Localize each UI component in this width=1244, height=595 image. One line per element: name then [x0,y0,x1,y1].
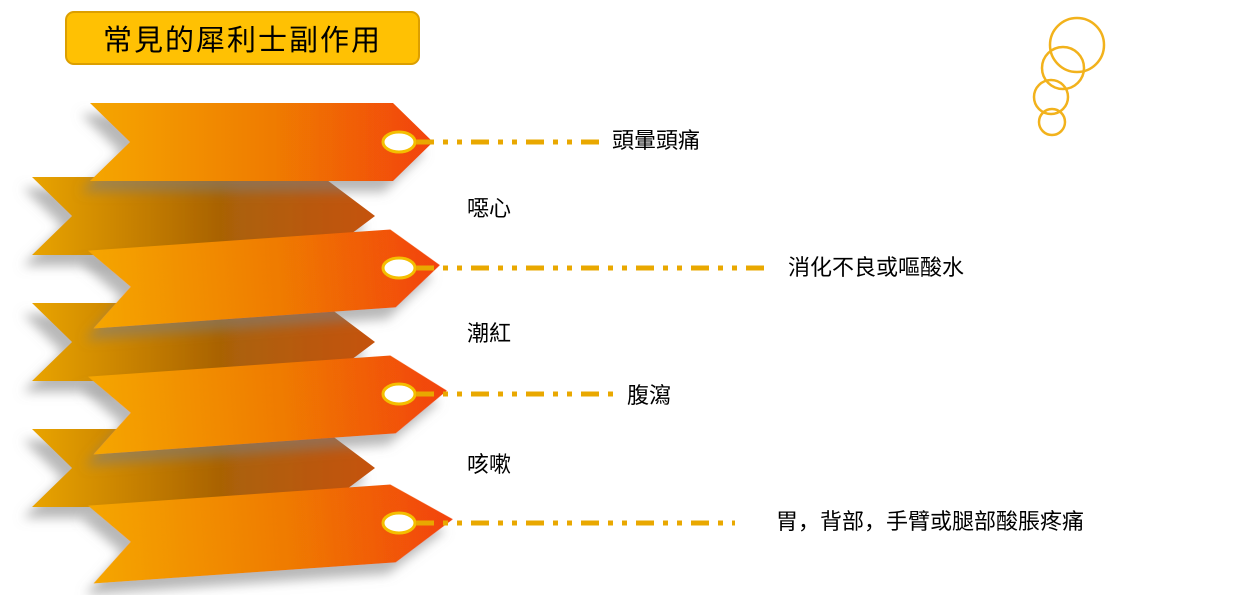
side-effect-label-cough: 咳嗽 [467,452,512,477]
page-title-box: 常見的犀利士副作用 [65,11,420,65]
connector-origin-ellipse [381,256,417,280]
page-title: 常見的犀利士副作用 [102,25,382,57]
side-effect-label-diarrhea: 腹瀉 [627,383,672,408]
connector-origin-ellipse [381,382,417,406]
side-effect-label-body-aches: 胃，背部，手臂或腿部酸脹疼痛 [776,509,1085,534]
connector-origin-ellipse [381,511,417,535]
banner-arrow-front [90,103,433,181]
banner-arrow-front [88,229,440,329]
side-effect-label-dizziness-headache: 頭暈頭痛 [612,128,701,153]
side-effect-label-flushing: 潮紅 [467,321,512,346]
banner-arrow-back [32,177,375,255]
gold-circles-icon [1032,16,1106,137]
banner-arrow-front [88,484,453,584]
side-effect-label-indigestion: 消化不良或嘔酸水 [788,255,965,280]
connector-origin-ellipse [381,130,417,154]
side-effect-label-nausea: 噁心 [467,196,512,221]
banner-arrow-front [88,355,447,455]
